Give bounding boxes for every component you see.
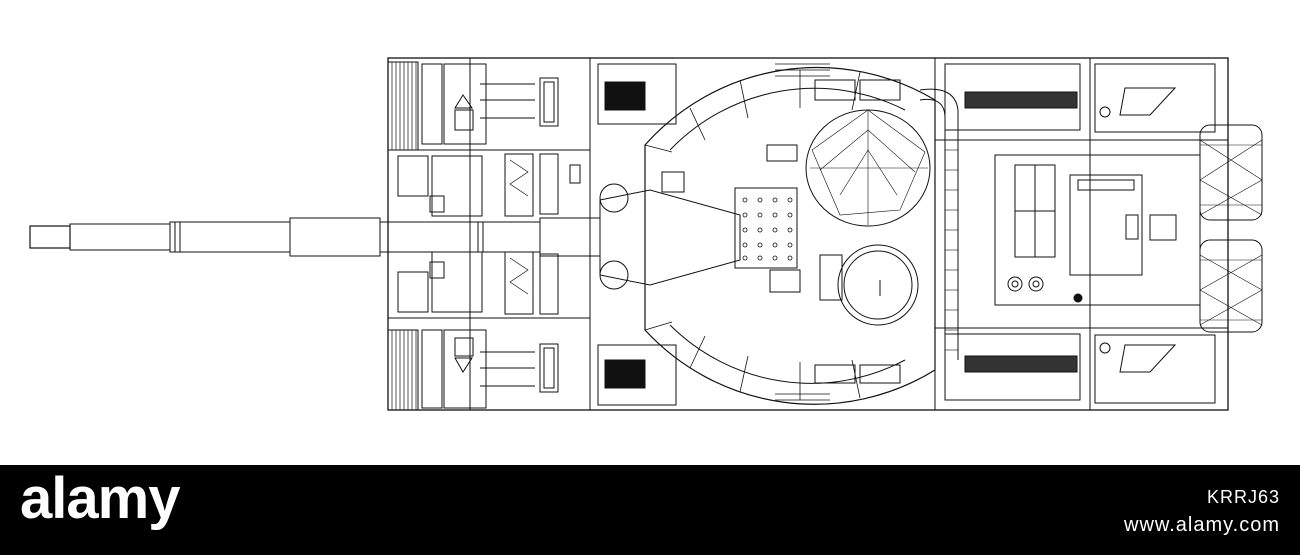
front-plate-bottom [421, 329, 559, 409]
tank-illustration [29, 57, 1263, 411]
rear-fenders [1094, 63, 1216, 404]
engine-grilles [944, 63, 1081, 401]
brand-logo: alamy [20, 466, 180, 531]
front-track-bottom [387, 329, 419, 411]
hull [387, 57, 1229, 411]
front-plate-top [421, 63, 559, 145]
engine-cover [994, 154, 1201, 306]
optic-sight [569, 164, 685, 193]
front-glacis [397, 153, 559, 315]
turret [599, 66, 936, 405]
image-id-label: KRRJ63 [1206, 487, 1280, 507]
front-track-top [387, 61, 419, 151]
hull-vents [597, 63, 830, 406]
gun-barrel [29, 217, 601, 257]
fuel-drums [1199, 124, 1263, 333]
site-url-label: www.alamy.com [1124, 514, 1280, 536]
watermark-footer [0, 465, 1300, 555]
